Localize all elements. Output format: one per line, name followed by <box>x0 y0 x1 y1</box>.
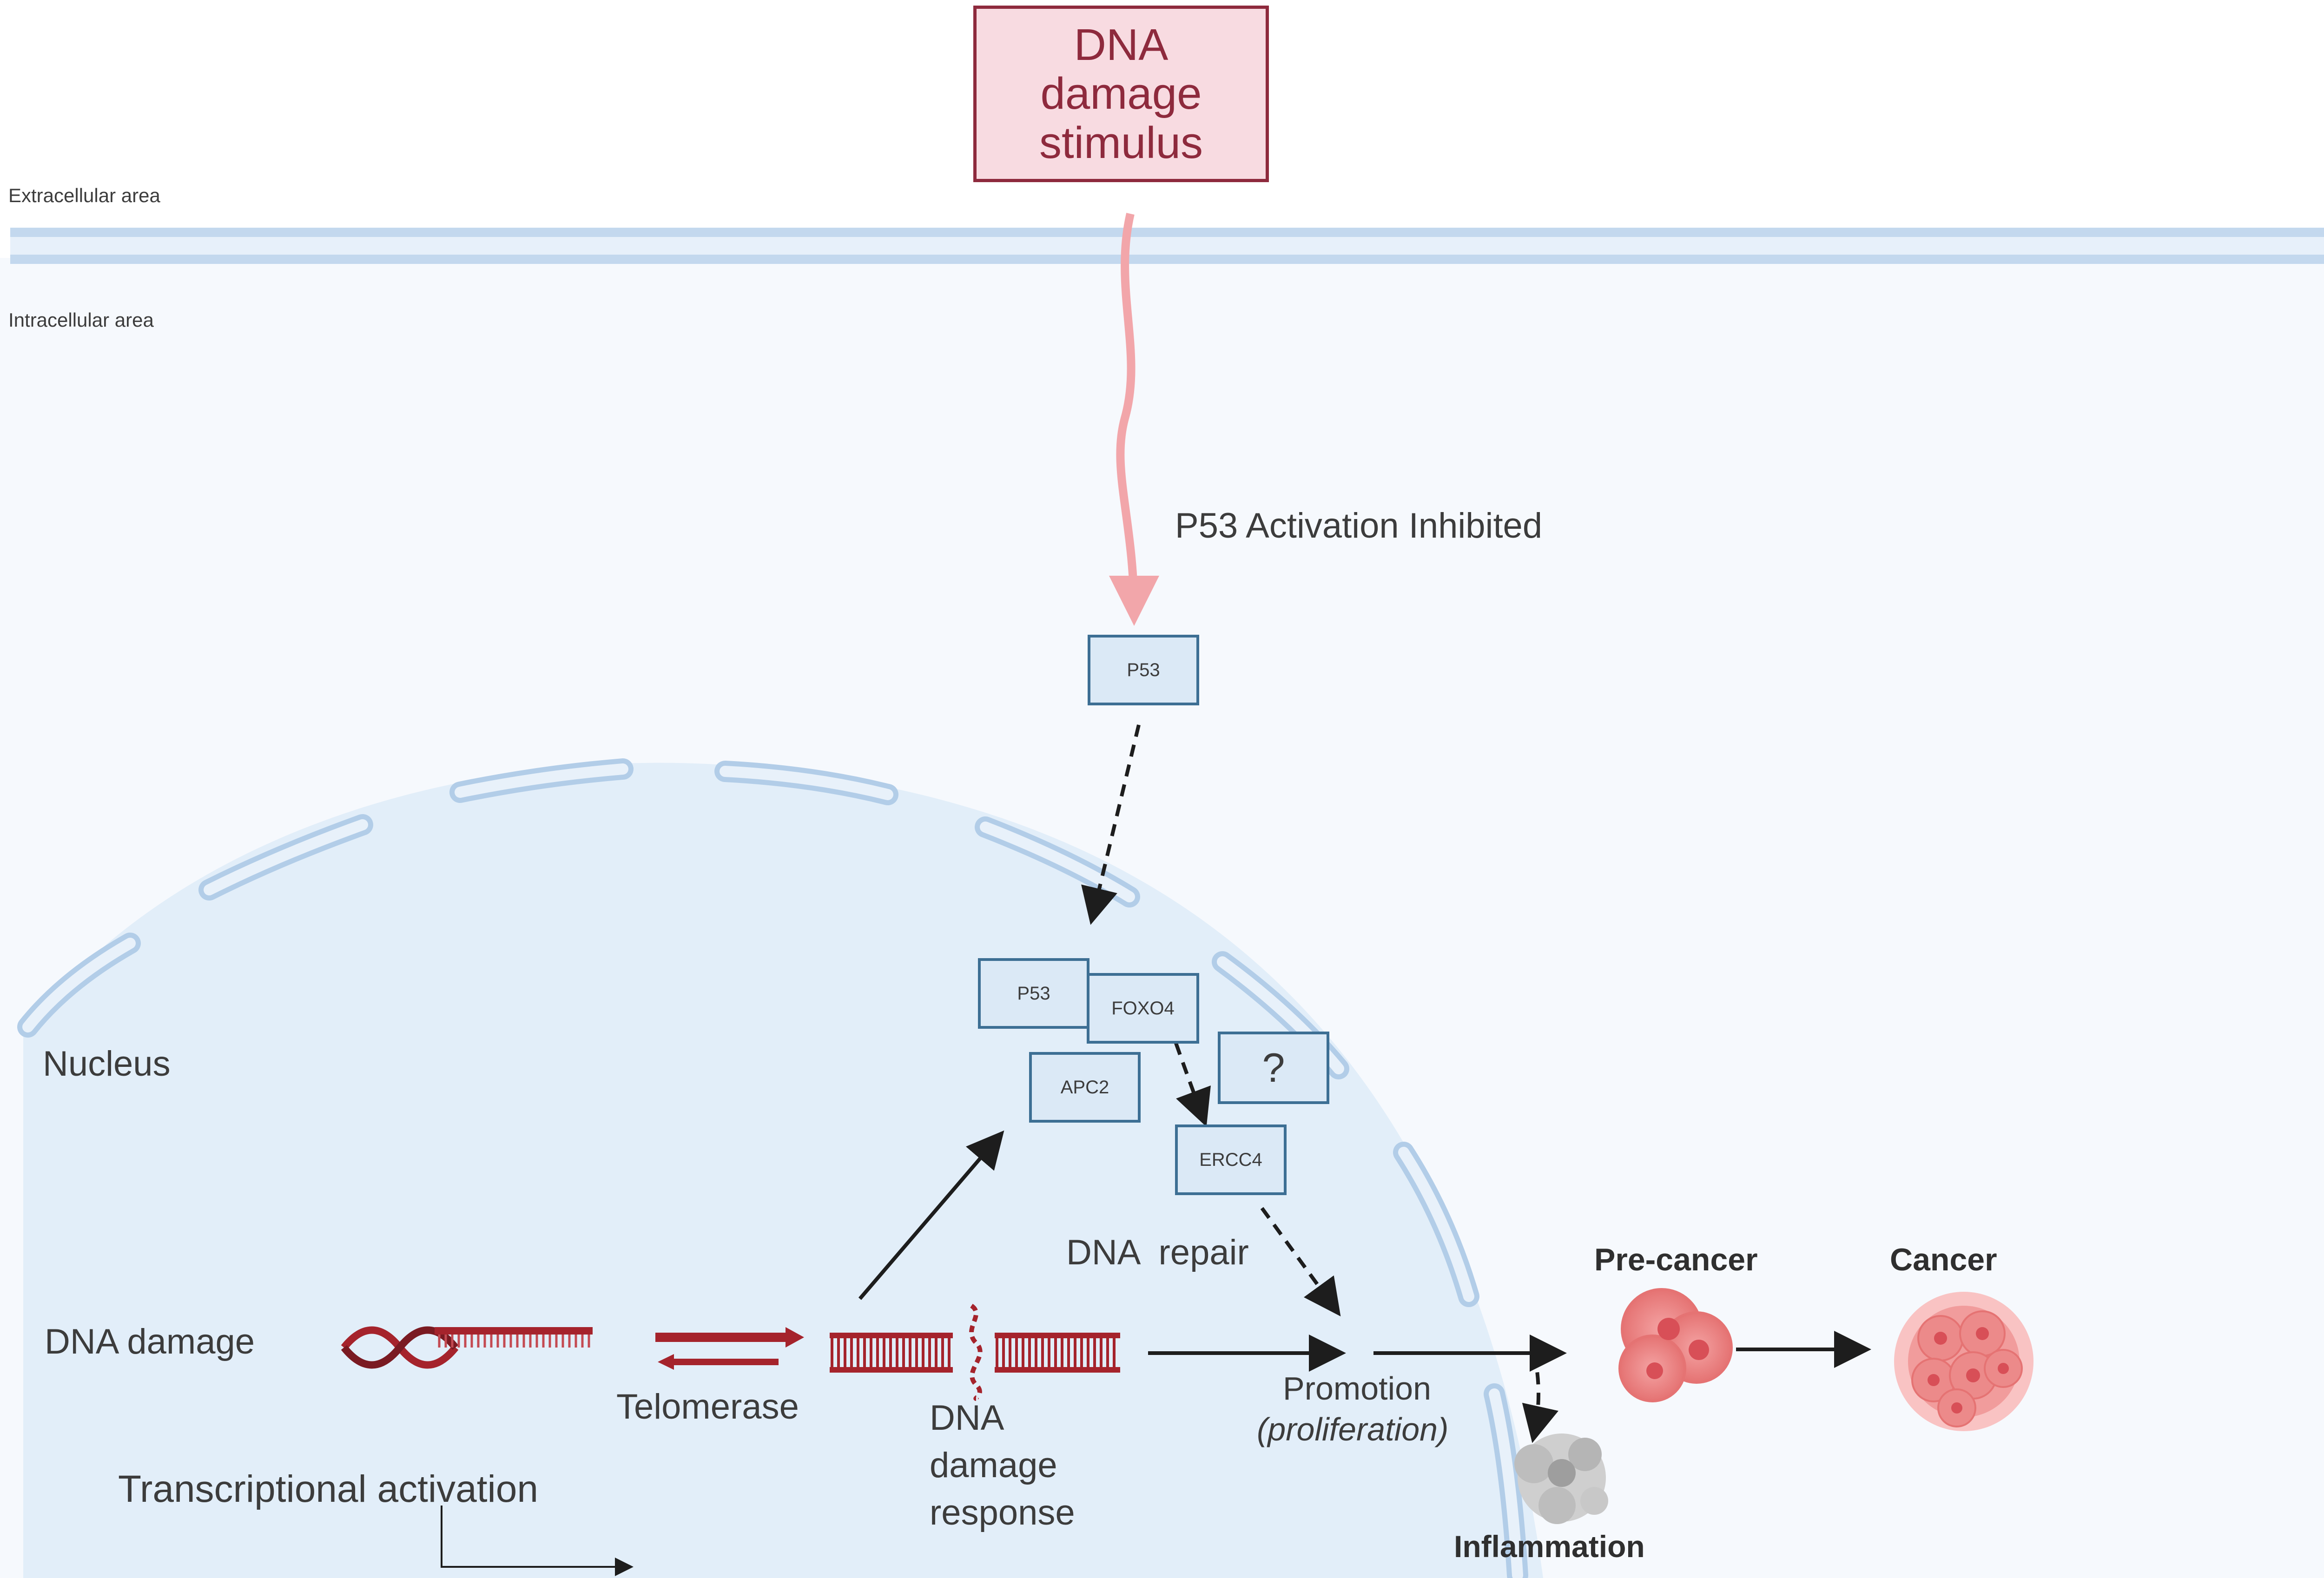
cancer-cluster-icon <box>1894 1292 2034 1431</box>
p53-nucleus-box: P53 <box>978 958 1089 1029</box>
telomerase-label: Telomerase <box>616 1387 799 1427</box>
stimulus-arrow <box>1109 212 1159 626</box>
precancer-label: Pre-cancer <box>1594 1242 1758 1277</box>
ercc4-text: ERCC4 <box>1199 1149 1262 1170</box>
solid-arrows <box>858 1130 1871 1372</box>
p53-cytoplasm-box: P53 <box>1088 635 1199 705</box>
plasma-membrane <box>10 228 2324 264</box>
intracellular-label: Intracellular area <box>8 309 154 331</box>
dna-repair-label: DNA repair <box>1066 1233 1249 1272</box>
promotion-label: Promotion <box>1283 1370 1432 1407</box>
nucleus-label: Nucleus <box>43 1044 171 1084</box>
inflammation-icon <box>1514 1433 1608 1524</box>
inflammation-label: Inflammation <box>1454 1529 1645 1564</box>
ddr-line-1: DNA <box>930 1398 1004 1438</box>
transcriptional-activation-label: Transcriptional activation <box>118 1468 538 1510</box>
ddr-line-3: response <box>930 1493 1075 1532</box>
apc2-text: APC2 <box>1060 1077 1109 1098</box>
p53-nucleus-text: P53 <box>1017 983 1050 1004</box>
ercc4-box: ERCC4 <box>1175 1124 1287 1195</box>
precancer-cells-icon <box>1618 1288 1733 1402</box>
dna-damage-stimulus-box: DNA damage stimulus <box>973 6 1269 182</box>
foxo4-text: FOXO4 <box>1111 998 1175 1019</box>
p53-cytoplasm-text: P53 <box>1127 659 1160 680</box>
stimulus-line-1: DNA <box>1074 20 1169 70</box>
dna-damage-label: DNA damage <box>45 1322 255 1361</box>
stimulus-line-2: damage <box>1040 69 1202 119</box>
transcription-arrow <box>441 1506 634 1576</box>
apc2-box: APC2 <box>1029 1052 1141 1123</box>
ddr-line-2: damage <box>930 1446 1057 1485</box>
cancer-label: Cancer <box>1890 1242 1997 1277</box>
p53-activation-label: P53 Activation Inhibited <box>1175 506 1543 546</box>
stimulus-line-3: stimulus <box>1039 118 1203 168</box>
dna-helix-icon <box>341 1326 593 1369</box>
foxo4-box: FOXO4 <box>1087 973 1199 1044</box>
nucleus-region <box>23 763 1543 1578</box>
telomerase-arrows <box>655 1327 804 1370</box>
extracellular-label: Extracellular area <box>8 184 160 206</box>
proliferation-label: (proliferation) <box>1257 1411 1449 1447</box>
broken-dna-icon <box>830 1303 1120 1401</box>
unknown-protein-text: ? <box>1262 1045 1285 1091</box>
unknown-protein-box: ? <box>1218 1032 1329 1104</box>
